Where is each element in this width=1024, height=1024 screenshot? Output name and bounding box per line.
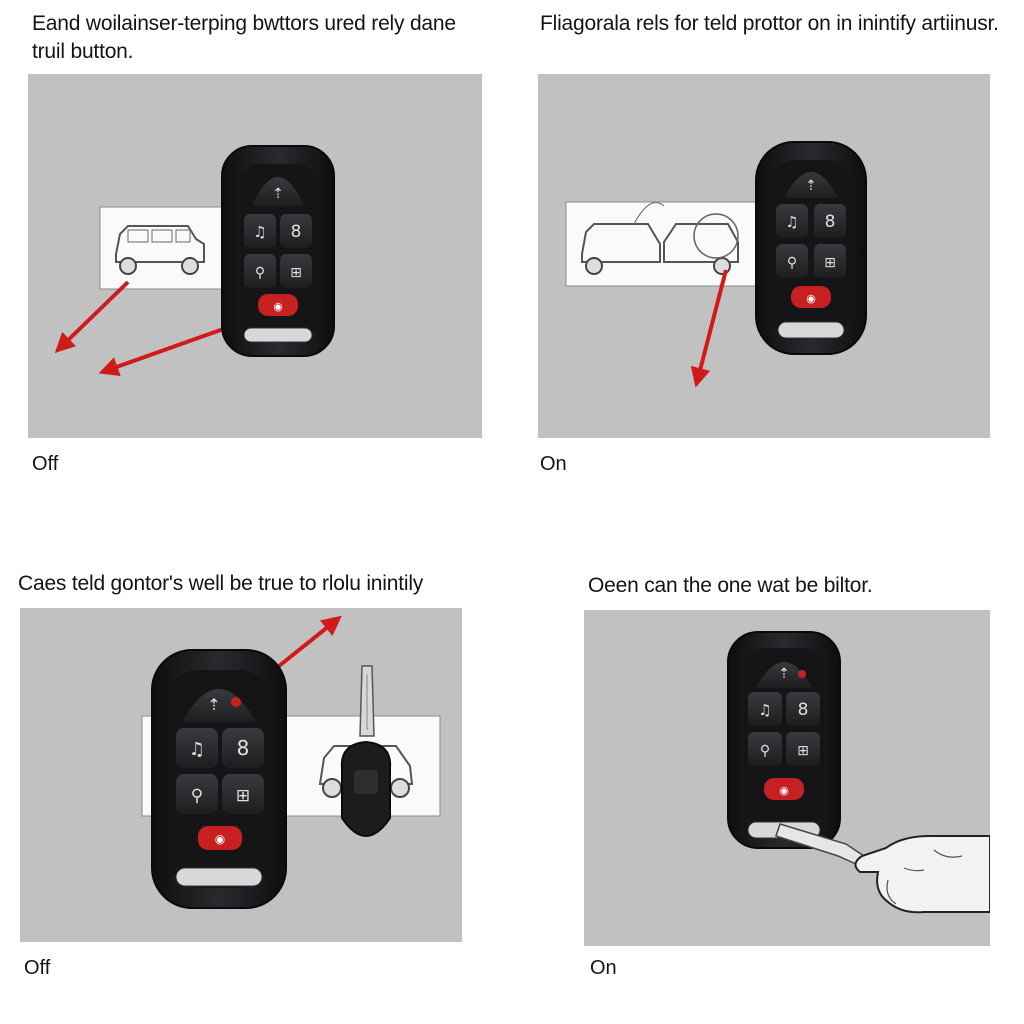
panic-button[interactable]	[791, 286, 831, 308]
panel-2-illustration: ⇡ ♫ 8 ⚲ ⊞ ◉	[538, 74, 990, 438]
lock-icon: ⊞	[824, 255, 836, 271]
lock-button[interactable]	[280, 254, 312, 288]
panel-3-caption: Caes teld gontor's well be true to rlolu…	[18, 572, 424, 595]
panel-2-state-label: On	[540, 453, 567, 475]
lock-button[interactable]	[786, 732, 820, 766]
red-arrow	[54, 280, 130, 353]
arrow-up-icon[interactable]: ⇡	[207, 695, 220, 714]
lock-button[interactable]	[814, 244, 846, 278]
panel-1-caption: Eand woilainser-terping bwttors ured rel…	[32, 12, 456, 63]
panel-3-illustration: ⇡ ♫ 8 ⚲ ⊞ ◉	[20, 608, 462, 942]
trunk-icon: ♫	[189, 739, 205, 760]
remote-start-button[interactable]	[176, 774, 218, 814]
panel-2-caption: Fliagorala rels for teld prottor on in i…	[540, 12, 999, 35]
remote-start-button[interactable]	[244, 254, 276, 288]
lock-icon: ⊞	[797, 743, 809, 759]
key-8-icon: 8	[291, 222, 302, 242]
panel-4-illustration: ⇡ ♫ 8 ⚲ ⊞ ◉	[584, 610, 990, 946]
key-8-button[interactable]	[786, 692, 820, 726]
key-8-icon: 8	[798, 700, 809, 720]
panel-4-caption: Oeen can the one wat be biltor.	[588, 574, 873, 597]
key-8-button[interactable]	[280, 214, 312, 248]
key-fob: ⇡ ♫ 8 ⚲ ⊞ ◉	[755, 141, 867, 355]
lock-icon: ⊞	[290, 265, 302, 281]
key-fob: ⇡ ♫ 8 ⚲ ⊞ ◉	[151, 649, 287, 909]
key-8-button[interactable]	[222, 728, 264, 768]
trunk-button[interactable]	[748, 692, 782, 726]
trunk-button[interactable]	[244, 214, 276, 248]
trunk-icon: ♫	[785, 213, 798, 231]
remote-start-button[interactable]	[776, 244, 808, 278]
key-8-icon: 8	[825, 212, 836, 232]
lock-icon: ⊞	[236, 786, 250, 806]
panic-button[interactable]	[198, 826, 242, 850]
panel-1-state-label: Off	[32, 453, 59, 475]
panic-icon: ◉	[806, 292, 816, 305]
car-diagram-card	[565, 201, 757, 287]
panel-3-state-label: Off	[24, 957, 51, 979]
trunk-button[interactable]	[176, 728, 218, 768]
panic-icon: ◉	[273, 300, 283, 313]
key-8-icon: 8	[237, 736, 250, 760]
panel-4-state-label: On	[590, 957, 617, 979]
arrow-up-icon[interactable]: ⇡	[272, 186, 284, 202]
remote-start-icon: ⚲	[255, 265, 265, 281]
trunk-icon: ♫	[253, 223, 266, 241]
panic-icon: ◉	[779, 784, 789, 797]
panic-button[interactable]	[764, 778, 804, 800]
panel-1-illustration: ⇡ ♫ 8 ⚲ ⊞ ◉	[28, 74, 482, 438]
arrow-up-icon[interactable]: ⇡	[805, 178, 817, 194]
remote-start-icon: ⚲	[191, 786, 203, 806]
remote-start-icon: ⚲	[760, 743, 770, 759]
trunk-icon: ♫	[758, 701, 771, 719]
arrow-up-icon[interactable]: ⇡	[778, 666, 790, 682]
lock-button[interactable]	[222, 774, 264, 814]
red-arrow	[690, 269, 728, 388]
key-8-button[interactable]	[814, 204, 846, 238]
hand-with-key	[775, 823, 990, 914]
key-fob: ⇡ ♫ 8 ⚲ ⊞ ◉	[221, 145, 335, 357]
remote-start-button[interactable]	[748, 732, 782, 766]
remote-start-icon: ⚲	[787, 255, 797, 271]
key-fob: ⇡ ♫ 8 ⚲ ⊞ ◉	[727, 631, 841, 849]
panic-icon: ◉	[215, 832, 225, 846]
panic-button[interactable]	[258, 294, 298, 316]
mechanical-key	[340, 665, 392, 837]
trunk-button[interactable]	[776, 204, 808, 238]
